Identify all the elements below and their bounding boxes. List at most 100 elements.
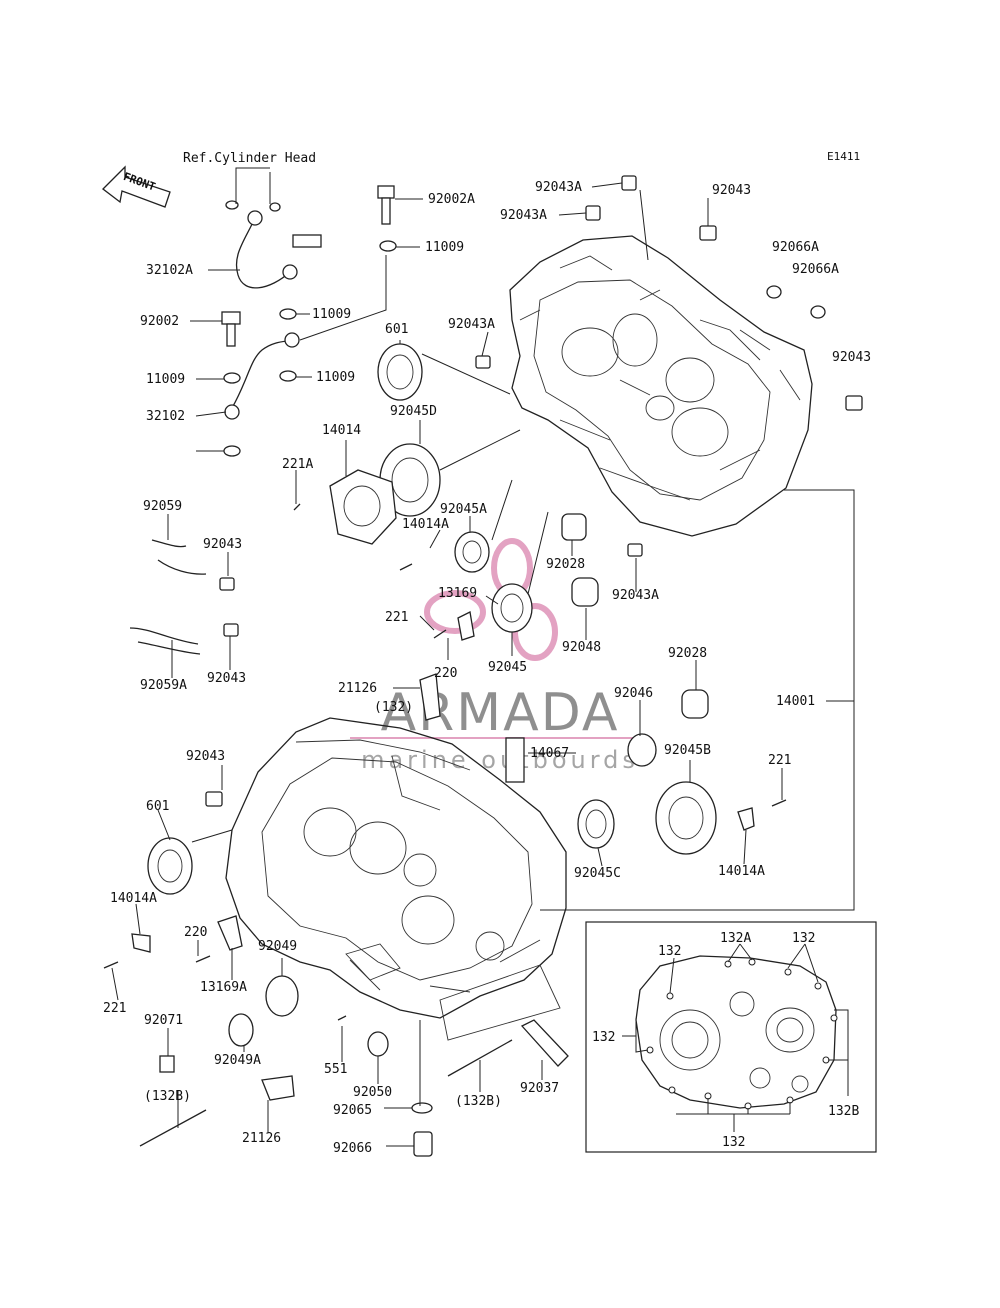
inset-label-132-d: 132: [722, 1135, 745, 1150]
label-92066a-b: 92066A: [792, 262, 839, 277]
hose-92059a: [129, 627, 201, 655]
label-13169: 13169: [438, 586, 477, 601]
clamp-92071: [159, 1055, 175, 1073]
banjo-fitting: [247, 210, 263, 226]
label-221: 221: [385, 610, 408, 625]
plug-92066: [413, 1131, 433, 1157]
label-21126-b: 21126: [242, 1131, 281, 1146]
banjo-bolt: [292, 234, 322, 248]
label-92050: 92050: [353, 1085, 392, 1100]
label-92045d: 92045D: [390, 404, 437, 419]
bolt-92002a: [377, 185, 395, 199]
inset-label-132b: 132B: [828, 1104, 859, 1119]
seal-92048: [571, 577, 599, 607]
front-arrow: FRONT: [102, 165, 171, 208]
washer-92065: [411, 1102, 433, 1114]
label-92045c: 92045C: [574, 866, 621, 881]
label-11009-d: 11009: [316, 370, 355, 385]
label-551: 551: [324, 1062, 347, 1077]
washer-11009: [223, 372, 241, 384]
label-92002: 92002: [140, 314, 179, 329]
pipe-14067: [505, 737, 525, 783]
label-92028-b: 92028: [668, 646, 707, 661]
label-92065: 92065: [333, 1103, 372, 1118]
label-11009-c: 11009: [146, 372, 185, 387]
label-92049a: 92049A: [214, 1053, 261, 1068]
label-92059: 92059: [143, 499, 182, 514]
label-132b-paren: (132B): [455, 1094, 502, 1109]
label-14014a: 14014A: [402, 517, 449, 532]
label-132-paren: (132): [374, 700, 413, 715]
plate-13169: [457, 611, 475, 641]
bracket-21126-b: [261, 1075, 295, 1101]
leader-lines: [111, 167, 855, 1147]
plug-92066a: [766, 285, 782, 299]
lever-92037: [520, 1019, 569, 1067]
label-14014a-c: 14014A: [110, 891, 157, 906]
label-92043a-c: 92043A: [448, 317, 495, 332]
label-92071: 92071: [144, 1013, 183, 1028]
bushing-92028: [561, 513, 587, 541]
label-92066: 92066: [333, 1141, 372, 1156]
label-220-b: 220: [184, 925, 207, 940]
label-14014a-b: 14014A: [718, 864, 765, 879]
label-92043: 92043: [712, 183, 751, 198]
label-601-b: 601: [146, 799, 169, 814]
label-21126: 21126: [338, 681, 377, 696]
label-92066a: 92066A: [772, 240, 819, 255]
bearing-92045a: [454, 531, 490, 573]
bracket-21126: [419, 673, 441, 721]
hose-92059: [151, 539, 207, 575]
label-11009: 11009: [425, 240, 464, 255]
bolt-132b-long: [139, 1109, 207, 1147]
inset-label-132-c: 132: [592, 1030, 615, 1045]
watermark: ARMADA marine outbourds: [350, 538, 652, 774]
label-92043a-d: 92043A: [612, 588, 659, 603]
label-14001: 14001: [776, 694, 815, 709]
bearing-601-lower: [147, 837, 193, 895]
label-92043-b: 92043: [832, 350, 871, 365]
label-92043-d: 92043: [207, 671, 246, 686]
label-221-c: 221: [103, 1001, 126, 1016]
oil-pipe-32102a: [235, 217, 291, 289]
bearing-92045b: [655, 781, 717, 855]
diagram-code: E1411: [827, 150, 860, 163]
plate-14014: [329, 469, 397, 545]
inset-label-132a: 132A: [720, 931, 751, 946]
inset-label-132: 132: [658, 944, 681, 959]
bolt-92002: [221, 311, 241, 325]
label-92043a: 92043A: [535, 180, 582, 195]
label-92046: 92046: [614, 686, 653, 701]
plate-14014a-b: [131, 933, 151, 953]
bolt-location-inset: 132 132A 132 132 132B 132: [585, 921, 877, 1153]
label-92045b: 92045B: [664, 743, 711, 758]
label-92059a: 92059A: [140, 678, 187, 693]
bushing-92028-b: [681, 689, 709, 719]
label-11009-b: 11009: [312, 307, 351, 322]
label-92043-e: 92043: [186, 749, 225, 764]
dowel-92043a: [621, 175, 637, 191]
reference-note: Ref.Cylinder Head: [183, 151, 316, 166]
dowel-92043: [699, 225, 717, 241]
label-221a: 221A: [282, 457, 313, 472]
label-92043-c: 92043: [203, 537, 242, 552]
label-14014: 14014: [322, 423, 361, 438]
label-92045: 92045: [488, 660, 527, 675]
label-32102: 32102: [146, 409, 185, 424]
part-labels: 92043A 92043 92002A 92043A 11009 92066A …: [103, 180, 871, 1156]
watermark-brand: ARMADA: [381, 683, 620, 743]
label-92045a: 92045A: [440, 502, 487, 517]
inset-label-132-b: 132: [792, 931, 815, 946]
bearing-92045c: [577, 799, 615, 849]
label-92002a: 92002A: [428, 192, 475, 207]
seal-92049a: [228, 1013, 254, 1047]
label-220: 220: [434, 666, 457, 681]
label-92037: 92037: [520, 1081, 559, 1096]
label-92049: 92049: [258, 939, 297, 954]
lower-crankcase-half: [225, 717, 567, 1041]
plate-13169a: [217, 915, 243, 951]
bolt-132b: [447, 1039, 513, 1077]
seal-92046: [627, 733, 657, 767]
plate-14014a: [737, 807, 755, 831]
